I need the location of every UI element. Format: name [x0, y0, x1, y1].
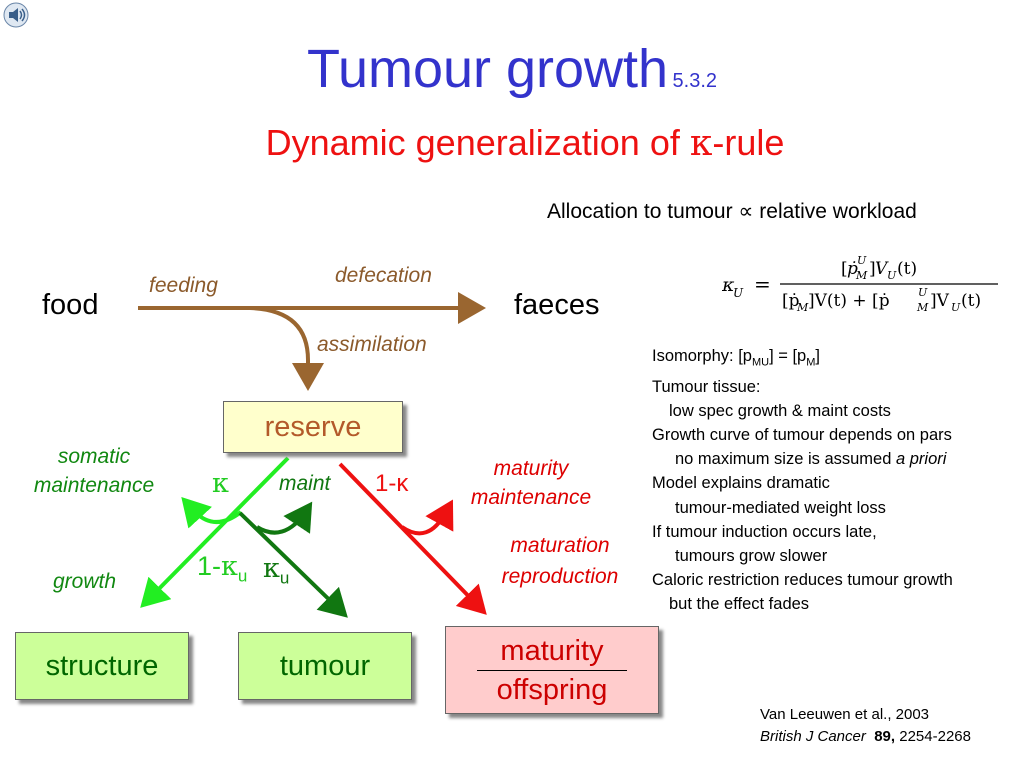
isomorphy-mid: ] = [p	[769, 347, 807, 365]
reserve-label: reserve	[264, 410, 362, 443]
note-line: low spec growth & maint costs	[669, 401, 891, 420]
assimilation-label: assimilation	[317, 333, 427, 356]
reference-journal: British J Cancer	[760, 728, 866, 745]
formula-den-left-rest: ]V(t) + [ṗ	[808, 291, 890, 311]
reference-pages: 2254-2268	[899, 728, 971, 745]
formula-lhs: κ	[722, 274, 735, 296]
feeding-label: feeding	[149, 274, 218, 297]
isomorphy-sub1: MU	[751, 356, 770, 369]
note-line: Growth curve of tumour depends on pars	[652, 425, 952, 444]
structure-box: structure	[15, 632, 189, 700]
title-main: Tumour growth	[306, 39, 669, 99]
isomorphy-sub2: M	[806, 356, 816, 369]
note-line: Caloric restriction reduces tumour growt…	[652, 571, 953, 590]
formula-num-p: ṗ	[847, 259, 858, 279]
maturation-line: maturation	[510, 534, 610, 557]
formula-den-left: [ṗ	[782, 291, 800, 311]
formula-equals: =	[754, 272, 771, 296]
one-minus-kappa-u-kappa: κ	[221, 551, 238, 582]
subtitle-text: Dynamic generalization of	[265, 122, 690, 163]
tumour-allocation-arrow	[238, 511, 348, 618]
kappa-growth-arrow	[140, 456, 290, 608]
formula-den-sub: M	[916, 301, 929, 314]
reference-authors: Van Leeuwen et al., 2003	[760, 706, 930, 723]
note-line: but the effect fades	[669, 595, 810, 614]
one-minus-kappa-u-prefix: 1-	[197, 551, 222, 581]
kappa-u-kappa: κ	[263, 553, 280, 584]
maturity-maintenance-arrow	[400, 499, 454, 536]
note-line: Model explains dramatic	[652, 474, 830, 493]
note-line: no maximum size is assumed	[675, 450, 896, 469]
note-line: tumours grow slower	[675, 546, 828, 565]
one-minus-kappa-u-sub: u	[237, 566, 248, 586]
kappa-u-formula: κ U = [ ṗ U M ] V U (t) [ṗ M ]V(t) + [ṗ …	[722, 254, 998, 314]
page-subtitle: Dynamic generalization of κ-rule	[0, 122, 1024, 164]
offspring-label: offspring	[496, 673, 608, 706]
structure-label: structure	[45, 649, 159, 682]
formula-den-sup: U	[918, 286, 928, 299]
maturity-offspring-box: maturity offspring	[445, 626, 659, 714]
formula-den-v-sub: U	[951, 301, 961, 314]
reference-volume: 89,	[874, 728, 896, 745]
formula-num-v-sub: U	[887, 269, 897, 282]
assimilation-arrow	[249, 306, 324, 391]
growth-label: growth	[53, 570, 117, 593]
formula-den-left-sub: M	[796, 301, 809, 314]
formula-den-t: (t)	[961, 291, 981, 311]
reference-journal-line: British J Cancer 89, 2254-2268	[760, 726, 971, 748]
reproduction-line: reproduction	[501, 565, 619, 588]
somatic-maintenance-line1: somatic	[57, 445, 131, 468]
reserve-box: reserve	[223, 401, 403, 453]
kappa-u-label: κu	[263, 553, 289, 588]
kappa-u-sub: u	[279, 568, 290, 588]
kappa-label: κ	[212, 468, 229, 499]
speaker-icon[interactable]	[3, 2, 29, 28]
one-minus-kappa-label: 1-κ	[375, 470, 409, 497]
note-line: Tumour tissue:	[652, 377, 761, 396]
subtitle-kappa: κ	[689, 123, 713, 164]
note-line: If tumour induction occurs late,	[652, 522, 877, 541]
one-minus-kappa-arrow	[338, 462, 487, 615]
tumour-box: tumour	[238, 632, 412, 700]
notes-panel: Isomorphy: [pMU] = [pM] Tumour tissue: l…	[652, 344, 953, 617]
reference: Van Leeuwen et al., 2003 British J Cance…	[760, 704, 971, 748]
somatic-maintenance-line2: maintenance	[33, 474, 155, 497]
subtitle-suffix: -rule	[712, 122, 785, 163]
maturity-maintenance-line1: maturity	[493, 457, 569, 480]
maturity-maintenance-line2: maintenance	[470, 486, 592, 509]
food-label: food	[42, 289, 99, 321]
somatic-maintenance-label: somatic maintenance	[14, 442, 174, 500]
formula-lhs-sub: U	[733, 286, 744, 300]
isomorphy-prefix: Isomorphy: [p	[652, 347, 752, 365]
formula-num-sup: U	[857, 254, 867, 267]
maturity-maintenance-label: maturity maintenance	[446, 454, 616, 512]
defecation-label: defecation	[335, 264, 432, 287]
note-isomorphy: Isomorphy: [pMU] = [pM]	[652, 344, 953, 375]
note-line-a-priori: no maximum size is assumed a priori	[652, 447, 953, 471]
formula-num-open: [	[841, 259, 848, 279]
faeces-label: faeces	[514, 289, 600, 321]
note-line: tumour-mediated weight loss	[675, 498, 886, 517]
one-minus-kappa-u-label: 1-κu	[197, 551, 247, 586]
tumour-maintenance-arrow	[255, 501, 313, 535]
page-title: Tumour growth 5.3.2	[0, 38, 1024, 100]
maturity-divider	[477, 669, 627, 671]
formula-num-sub: M	[855, 269, 868, 282]
maint-label: maint	[279, 472, 331, 495]
allocation-statement: Allocation to tumour ∝ relative workload	[547, 200, 917, 223]
formula-num-t: (t)	[897, 259, 917, 279]
formula-num-close: ]	[869, 259, 876, 279]
formula-den-close: ]V	[930, 291, 950, 311]
tumour-label: tumour	[279, 649, 371, 682]
somatic-maintenance-arrow	[181, 497, 243, 529]
title-section: 5.3.2	[672, 70, 718, 92]
formula-num-v: V	[875, 259, 889, 279]
isomorphy-suffix: ]	[815, 347, 820, 365]
maturation-reproduction-label: maturation reproduction	[480, 530, 640, 592]
a-priori-text: a priori	[896, 450, 947, 469]
maturity-label: maturity	[500, 634, 604, 667]
